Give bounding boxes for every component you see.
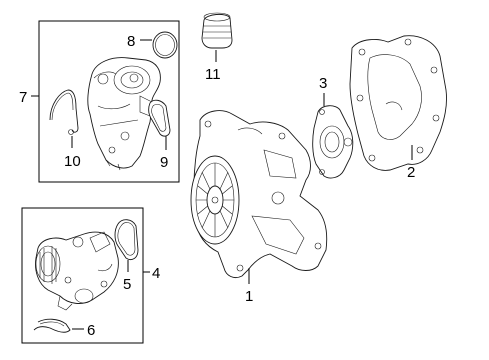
callout-11: 11 (205, 66, 221, 83)
pipe-connector-part-11 (201, 12, 233, 62)
thermostat-housing-part (87, 57, 161, 171)
callout-7: 7 (19, 89, 27, 106)
callout-9: 9 (160, 154, 168, 171)
gasket-part-5 (114, 219, 139, 272)
group-box-7 (31, 20, 180, 183)
gasket-plate-part-2 (349, 35, 447, 171)
o-ring-part-8 (140, 31, 178, 59)
group-box-4 (21, 207, 150, 344)
hose-clamp-part-6 (33, 318, 84, 333)
gasket-part-9 (148, 99, 171, 150)
thermostat-assembly-part (35, 231, 119, 311)
callout-3: 3 (319, 75, 327, 92)
hose-clamp-part-10 (49, 89, 79, 148)
water-pump-part-1 (190, 110, 328, 284)
callout-6: 6 (87, 322, 95, 339)
callout-8: 8 (127, 33, 135, 50)
callout-5: 5 (123, 276, 131, 293)
callout-2: 2 (407, 164, 415, 181)
callout-1: 1 (245, 288, 253, 305)
callout-4: 4 (152, 265, 160, 282)
callout-10: 10 (64, 153, 81, 170)
pump-cover-part-3 (312, 93, 354, 179)
